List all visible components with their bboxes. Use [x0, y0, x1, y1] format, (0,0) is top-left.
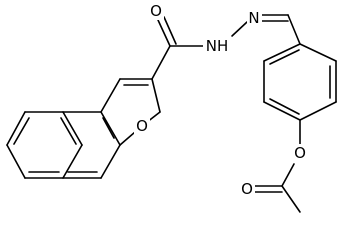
- bond-n3: [62, 111, 83, 146]
- bond-n8: [100, 111, 121, 146]
- atom-hydrazone-nitrogen: N: [248, 9, 259, 27]
- bond-n1: [6, 111, 26, 146]
- atom-carbonyl-oxygen: O: [150, 2, 162, 20]
- bond-f1: [100, 78, 121, 113]
- bond-co-b: [163, 16, 177, 45]
- bond-co-a: [157, 19, 171, 47]
- bond-n6: [6, 144, 26, 179]
- atom-amide-nitrogen: NH: [206, 37, 229, 55]
- bonds: [6, 14, 337, 213]
- bond-n4: [62, 144, 83, 179]
- bond-c-ch3: [281, 185, 301, 213]
- bond-b3: [299, 101, 337, 121]
- structure-canvas: O NH N O O O: [6, 2, 337, 213]
- atom-furan-oxygen: O: [136, 117, 148, 135]
- bond-n9: [100, 144, 121, 179]
- bond-n8-inner: [102, 117, 115, 139]
- bond-nn: [231, 21, 248, 37]
- atom-ester-oxygen: O: [294, 144, 306, 162]
- bond-b4-inner: [269, 98, 300, 115]
- molecule-structure: O NH N O O O: [6, 2, 337, 213]
- bond-b6-inner: [269, 49, 300, 65]
- bond-ch-ar: [287, 14, 301, 45]
- bond-c1: [151, 45, 171, 80]
- bond-b1: [299, 43, 337, 62]
- bond-n1-inner: [13, 117, 30, 145]
- atom-acetyl-oxygen: O: [241, 180, 253, 198]
- bond-f3: [151, 78, 161, 113]
- bond-b6: [263, 43, 301, 62]
- atom-labels: O NH N O O O: [134, 2, 308, 198]
- bond-o-c: [281, 163, 295, 187]
- bond-n3-inner: [60, 117, 77, 145]
- bond-b4: [263, 101, 301, 121]
